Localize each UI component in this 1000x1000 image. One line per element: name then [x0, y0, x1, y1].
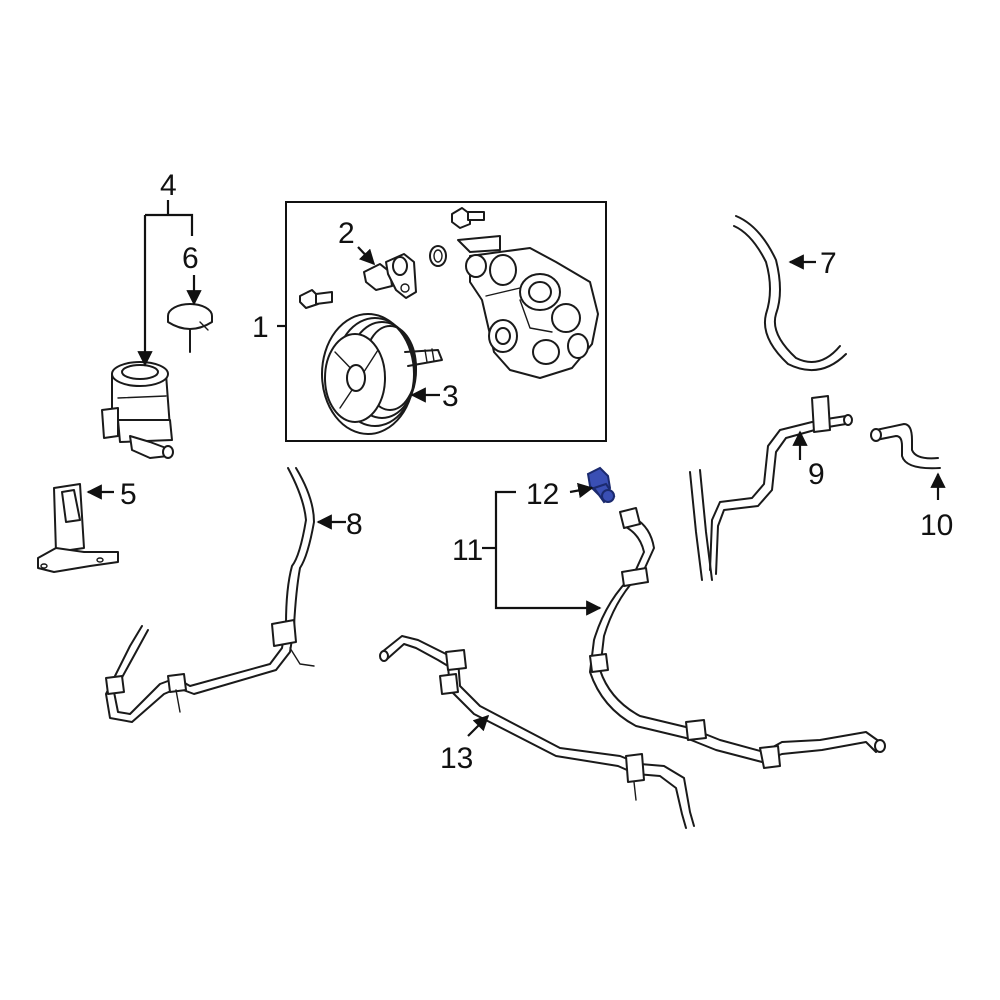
callout-13[interactable]: 13 [440, 742, 473, 775]
pressure-line-9[interactable] [689, 395, 853, 581]
bolt-left[interactable] [299, 289, 333, 309]
callout-3[interactable]: 3 [442, 380, 459, 413]
callout-8[interactable]: 8 [346, 508, 363, 541]
callout-6[interactable]: 6 [182, 242, 199, 275]
pulley[interactable] [321, 313, 443, 435]
callout-5[interactable]: 5 [120, 478, 137, 511]
callout-9[interactable]: 9 [808, 458, 825, 491]
power-steering-pump[interactable] [457, 235, 599, 379]
hose-10[interactable] [875, 423, 939, 460]
pressure-fitting[interactable] [363, 253, 417, 299]
callout-1[interactable]: 1 [252, 311, 269, 344]
callout-11[interactable]: 11 [452, 534, 483, 567]
pressure-switch-12[interactable] [586, 466, 616, 504]
callout-4[interactable]: 4 [160, 169, 177, 202]
callout-2[interactable]: 2 [338, 217, 355, 250]
callout-7[interactable]: 7 [820, 247, 837, 280]
callout-10[interactable]: 10 [920, 509, 953, 542]
pressure-hose-11[interactable] [589, 507, 886, 769]
callout-12[interactable]: 12 [526, 478, 559, 511]
reservoir-bracket[interactable] [37, 483, 119, 573]
reservoir[interactable] [101, 361, 174, 459]
reservoir-cap[interactable] [167, 303, 213, 353]
return-hose-7[interactable] [735, 215, 841, 363]
o-ring[interactable] [429, 245, 447, 267]
bolt-top[interactable] [451, 207, 485, 229]
pump-assembly-box [285, 201, 607, 442]
hose-assembly-8[interactable] [105, 467, 315, 723]
return-line-13[interactable] [379, 635, 695, 829]
